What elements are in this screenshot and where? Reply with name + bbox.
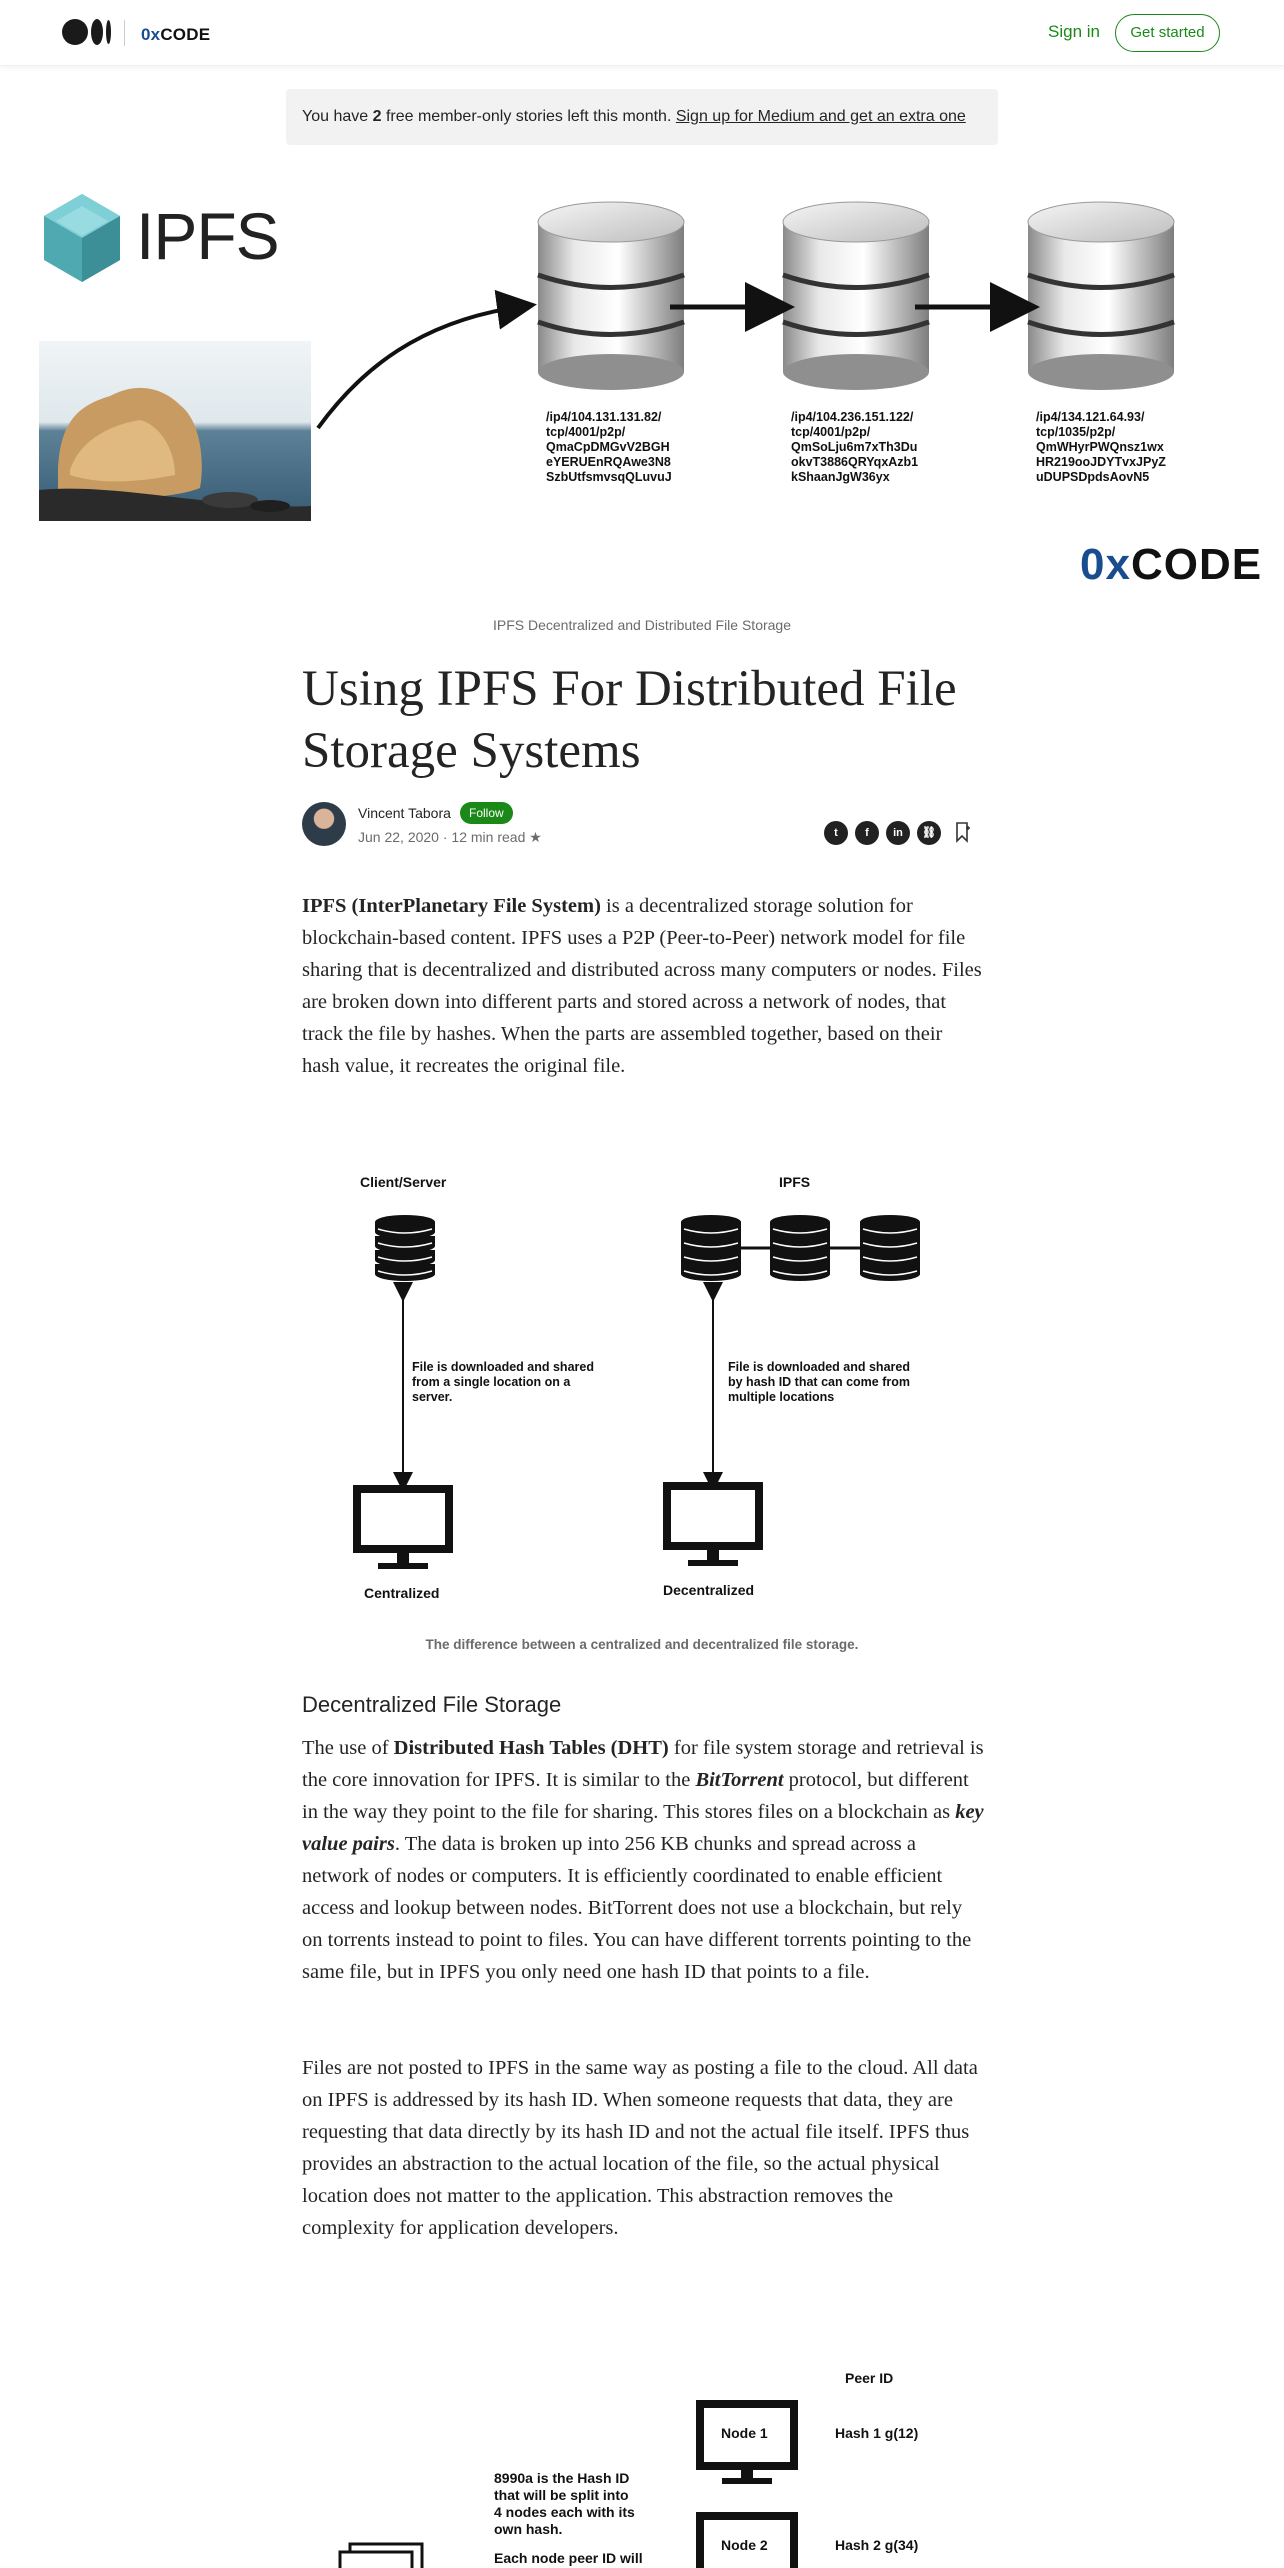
linkedin-icon[interactable]: in <box>886 821 910 845</box>
divider <box>124 20 125 46</box>
centralized-vs-decentralized-diagram: Client/Server IPFS File is downloaded an… <box>0 1160 1284 1620</box>
client-server-label: Client/Server <box>360 1174 447 1190</box>
diagram-1-caption: The difference between a centralized and… <box>425 1637 859 1652</box>
follow-button[interactable]: Follow <box>460 802 513 824</box>
bittorrent-term: BitTorrent <box>695 1769 784 1791</box>
paragraph-1: IPFS (InterPlanetary File System) is a d… <box>302 895 982 1077</box>
banner-text-middle: free member-only stories left this month… <box>381 108 676 125</box>
rock-photo <box>39 341 311 521</box>
monitor-icon-left <box>353 1485 453 1569</box>
node-2-monitor-icon <box>696 2512 798 2568</box>
facebook-icon[interactable]: f <box>855 821 879 845</box>
server-database-icon <box>375 1215 435 1281</box>
stories-left-count: 2 <box>372 108 382 125</box>
top-navigation-bar: 0xCODE Sign in Get started <box>0 0 1284 66</box>
diagram-2-graphics <box>338 2400 798 2568</box>
node-1-monitor-icon <box>696 2400 798 2484</box>
publication-name-suffix: CODE <box>160 25 211 44</box>
hash-2-label: Hash 2 g(34) <box>835 2537 919 2553</box>
node-address-3: /ip4/134.121.64.93/tcp/1035/p2p/QmWHyrPW… <box>1036 410 1166 484</box>
hero-caption: IPFS Decentralized and Distributed File … <box>492 617 792 633</box>
publication-name[interactable]: 0xCODE <box>141 25 210 45</box>
file-stack-icon <box>338 2542 424 2568</box>
ipfs-term: IPFS (InterPlanetary File System) <box>302 895 601 917</box>
paragraph-2: The use of Distributed Hash Tables (DHT)… <box>302 1737 984 1983</box>
bookmark-icon[interactable] <box>955 821 971 843</box>
curved-arrow <box>316 289 537 430</box>
peer-id-label: Peer ID <box>845 2370 894 2386</box>
node-address-2: /ip4/104.236.151.122/tcp/4001/p2p/QmSoLj… <box>791 410 919 484</box>
article-meta: Jun 22, 2020 · 12 min read ★ <box>358 829 542 845</box>
ipfs-database-icons <box>681 1215 920 1281</box>
database-icon-3 <box>1027 201 1175 390</box>
database-icon-2 <box>782 201 930 390</box>
paragraph-3: Files are not posted to IPFS in the same… <box>302 2057 978 2239</box>
node-2-label: Node 2 <box>721 2537 768 2553</box>
centralized-label: Centralized <box>364 1585 440 1601</box>
medium-logo-icon[interactable] <box>62 19 111 45</box>
member-star-icon: ★ <box>529 829 542 845</box>
publish-date: Jun 22, 2020 <box>358 829 439 845</box>
hash-split-diagram: Peer ID Node 1 Hash 1 g(12) Node 2 Hash … <box>0 2360 1284 2568</box>
twitter-icon[interactable]: t <box>824 821 848 845</box>
0xcode-watermark: 0xCODE <box>1080 540 1263 589</box>
key-value-term: key value pairs <box>302 1801 984 1855</box>
monitor-icon-right <box>663 1482 763 1566</box>
publication-name-prefix: 0x <box>141 25 161 44</box>
banner-text-prefix: You have <box>302 108 373 125</box>
hero-image: IPFS /ip4/104.131.131.82/tcp/4001/p2p/Qm… <box>0 170 1284 600</box>
link-icon[interactable]: ⛓ <box>917 821 941 845</box>
section-heading: Decentralized File Storage <box>302 1692 562 1717</box>
get-started-button[interactable]: Get started <box>1115 14 1220 52</box>
database-icon-1 <box>537 201 685 390</box>
ipfs-cube-icon <box>44 194 120 282</box>
hero-illustration <box>39 194 1175 521</box>
ipfs-logo-text: IPFS <box>136 199 280 273</box>
article-title: Using IPFS For Distributed File Storage … <box>302 661 957 779</box>
author-avatar[interactable] <box>302 802 346 846</box>
sign-in-link[interactable]: Sign in <box>1048 22 1100 41</box>
author-name[interactable]: Vincent Tabora <box>358 805 451 821</box>
hash-1-label: Hash 1 g(12) <box>835 2425 919 2441</box>
diagram-graphics <box>353 1215 920 1569</box>
node-address-1: /ip4/104.131.131.82/tcp/4001/p2p/QmaCpDM… <box>546 410 672 484</box>
sign-up-link[interactable]: Sign up for Medium and get an extra one <box>675 108 966 125</box>
decentralized-label: Decentralized <box>663 1582 755 1598</box>
ipfs-label: IPFS <box>779 1174 811 1190</box>
read-time: 12 min read <box>451 829 526 845</box>
dht-term: Distributed Hash Tables (DHT) <box>393 1737 669 1759</box>
member-stories-banner: You have 2 free member-only stories left… <box>286 89 998 145</box>
node-1-label: Node 1 <box>721 2425 768 2441</box>
